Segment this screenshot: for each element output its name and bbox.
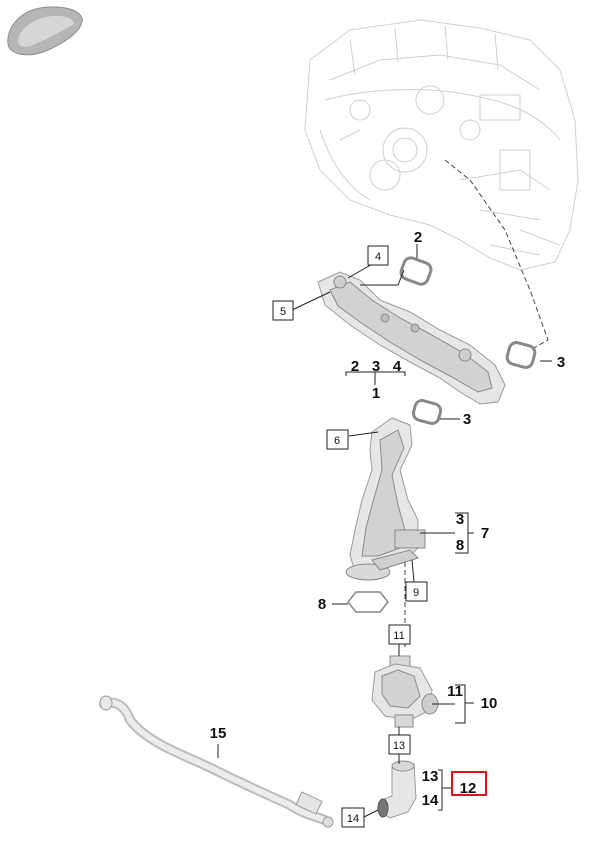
label-12: 12 bbox=[460, 780, 477, 797]
coolant-manifold-part bbox=[317, 271, 506, 405]
o-ring-8-part bbox=[347, 591, 389, 613]
svg-text:13: 13 bbox=[393, 740, 405, 752]
elbow-hose-part bbox=[377, 760, 417, 819]
label-2-group: 2 bbox=[351, 358, 359, 375]
engine-block-illustration bbox=[304, 19, 579, 271]
label-3-right-upper: 3 bbox=[557, 354, 565, 371]
label-2-top: 2 bbox=[414, 229, 422, 246]
svg-text:11: 11 bbox=[393, 630, 404, 642]
boxed-label-14: 14 bbox=[341, 807, 365, 828]
label-3-right-lower: 3 bbox=[463, 411, 471, 428]
svg-text:9: 9 bbox=[413, 587, 419, 599]
label-3-group: 3 bbox=[372, 358, 380, 375]
thermostat-housing-part bbox=[371, 655, 439, 728]
svg-text:5: 5 bbox=[280, 306, 286, 318]
label-1: 1 bbox=[372, 385, 380, 402]
label-7: 7 bbox=[481, 525, 489, 542]
svg-text:14: 14 bbox=[347, 813, 359, 825]
boxed-label-9: 9 bbox=[405, 581, 428, 602]
boxed-label-11: 11 bbox=[388, 624, 411, 645]
label-11-bracket: 11 bbox=[447, 683, 463, 700]
gasket-3-upper-part bbox=[505, 341, 537, 369]
boxed-label-4: 4 bbox=[367, 245, 389, 266]
boxed-label-13: 13 bbox=[388, 734, 411, 755]
label-15: 15 bbox=[210, 725, 227, 742]
label-10: 10 bbox=[481, 695, 498, 712]
gasket-3-lower-part bbox=[411, 399, 443, 425]
label-8-left: 8 bbox=[318, 596, 326, 613]
coolant-pipe-part bbox=[345, 417, 426, 581]
highlight-box-12 bbox=[451, 771, 487, 796]
svg-text:4: 4 bbox=[375, 251, 381, 263]
boxed-label-5: 5 bbox=[272, 300, 294, 321]
leader-engine-to-gasket bbox=[444, 159, 549, 351]
vehicle-thumbnail-icon bbox=[7, 6, 83, 56]
gasket-2-part bbox=[399, 256, 433, 286]
label-8-bracket: 8 bbox=[456, 537, 464, 554]
label-3-bracket: 3 bbox=[456, 511, 464, 528]
label-14-bracket: 14 bbox=[422, 792, 439, 809]
label-13-bracket: 13 bbox=[422, 768, 439, 785]
svg-text:6: 6 bbox=[334, 435, 340, 447]
label-4-group: 4 bbox=[393, 358, 402, 375]
long-hose-15-part bbox=[99, 695, 334, 828]
boxed-label-6: 6 bbox=[326, 429, 349, 450]
